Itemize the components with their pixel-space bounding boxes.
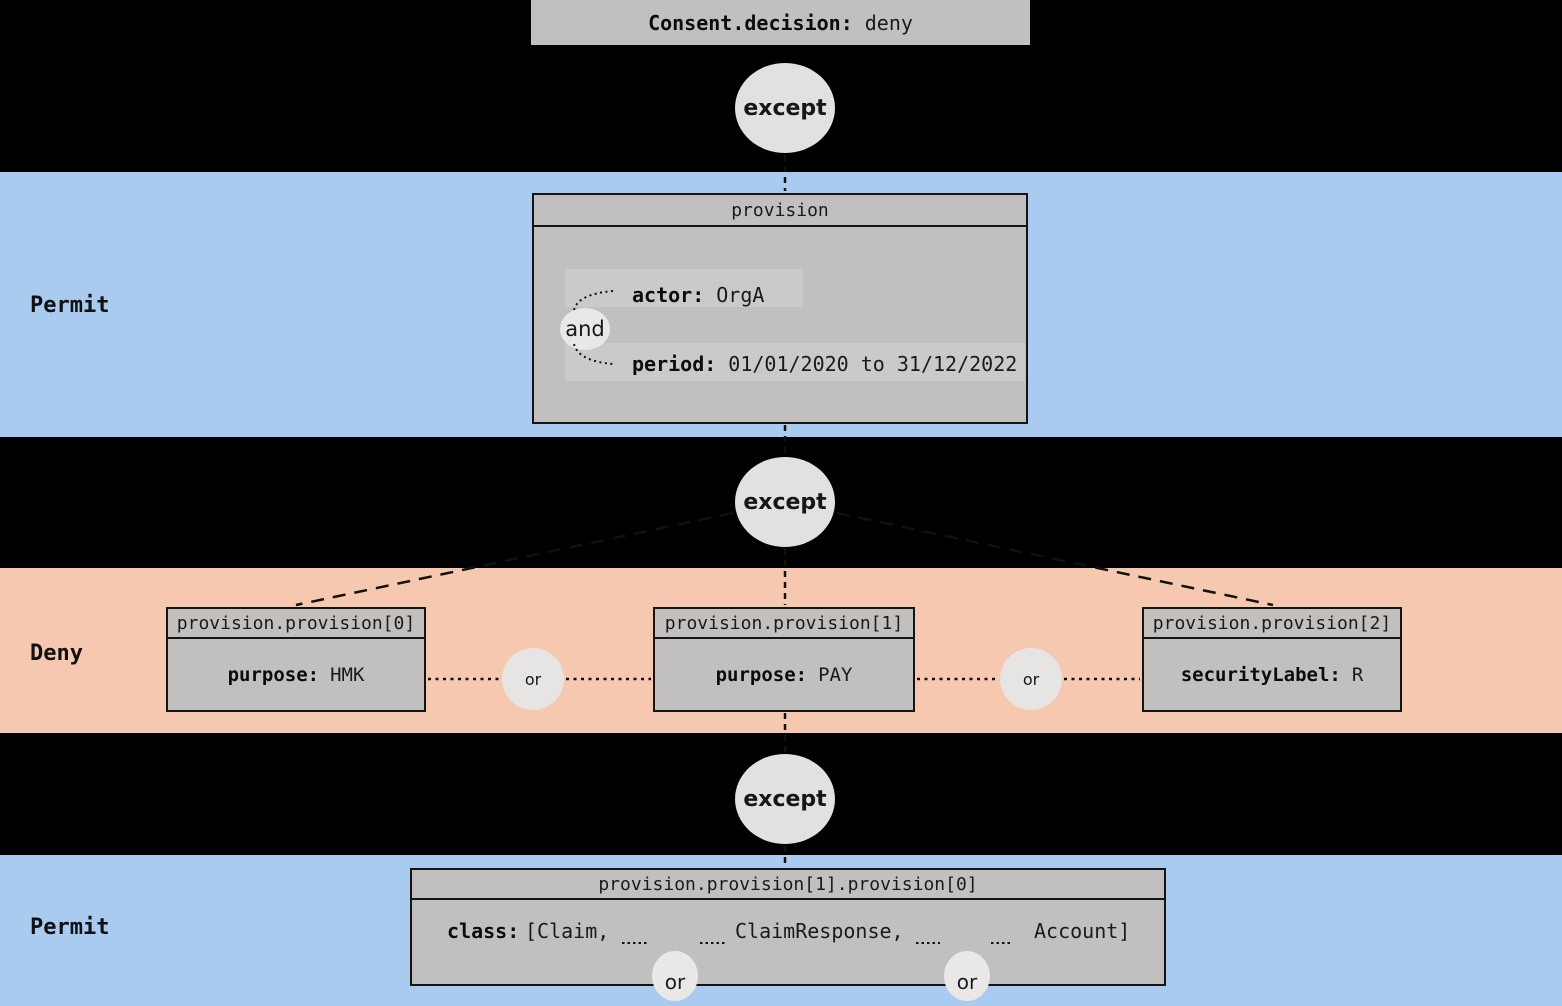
deny-node-2-label: securityLabel:: [1180, 663, 1341, 686]
or-connector-2-label: or: [1022, 669, 1040, 689]
class-value-account: Account]: [1034, 919, 1131, 943]
class-attr-label: class:: [447, 919, 520, 943]
deny-node-0-header: provision.provision[0]: [168, 609, 424, 639]
deny-node-2: provision.provision[2] securityLabel: R: [1142, 607, 1402, 712]
or-connector-1: or: [502, 648, 564, 710]
deny-band-label: Deny: [30, 641, 83, 666]
except-connector-1: except: [735, 63, 835, 153]
or-connector-2: or: [1000, 648, 1062, 710]
period-attr-value: 01/01/2020 to 31/12/2022: [728, 352, 1018, 376]
deny-node-0-value: HMK: [330, 663, 365, 686]
except-connector-1-label: except: [743, 95, 827, 121]
permit-band-2-label: Permit: [30, 915, 110, 940]
deny-node-1-header: provision.provision[1]: [655, 609, 913, 639]
or-connector-4-label: or: [956, 970, 978, 994]
except-connector-2-label: except: [743, 489, 827, 515]
deny-node-1-value: PAY: [818, 663, 853, 686]
period-attr-highlight: [565, 343, 1025, 381]
deny-node-0-body: purpose: HMK: [168, 639, 424, 710]
consent-decision-key: Consent.decision:: [648, 10, 853, 35]
or-connector-3: or: [652, 951, 698, 1001]
permit-band-1-label: Permit: [30, 293, 110, 318]
deny-node-2-body: securityLabel: R: [1144, 639, 1400, 710]
class-node-body: class: [Claim, ClaimResponse, Account] o…: [412, 900, 1164, 1001]
or-connector-4: or: [944, 951, 990, 1001]
or-connector-3-label: or: [664, 970, 686, 994]
except-connector-3: except: [735, 754, 835, 844]
class-value-claimresponse: ClaimResponse,: [735, 919, 904, 943]
provision-node-header: provision: [534, 195, 1026, 227]
actor-attr-value: OrgA: [716, 283, 765, 307]
actor-attr-row: actor: OrgA: [632, 282, 764, 308]
deny-node-2-header: provision.provision[2]: [1144, 609, 1400, 639]
consent-decision-value: deny: [864, 10, 913, 35]
deny-node-0: provision.provision[0] purpose: HMK: [166, 607, 426, 712]
provision-node: provision actor: OrgA period: 01/01/2020 t…: [532, 193, 1028, 424]
deny-node-1-label: purpose:: [715, 663, 808, 686]
and-connector: and: [560, 308, 610, 350]
deny-node-1-body: purpose: PAY: [655, 639, 913, 710]
period-attr-row: period: 01/01/2020 to 31/12/2022: [632, 351, 1017, 377]
and-connector-label: and: [565, 317, 605, 341]
deny-node-2-value: R: [1351, 663, 1364, 686]
or-connector-1-label: or: [524, 669, 542, 689]
class-value-claim: [Claim,: [525, 919, 610, 943]
class-node: provision.provision[1].provision[0] clas…: [410, 868, 1166, 1001]
except-connector-2: except: [735, 457, 835, 547]
deny-node-1: provision.provision[1] purpose: PAY: [653, 607, 915, 712]
consent-decision-node: Consent.decision: deny: [531, 0, 1030, 45]
class-node-header: provision.provision[1].provision[0]: [412, 870, 1164, 900]
deny-node-0-label: purpose:: [227, 663, 320, 686]
period-attr-label: period:: [632, 352, 717, 376]
actor-attr-label: actor:: [632, 283, 705, 307]
except-connector-3-label: except: [743, 786, 827, 812]
